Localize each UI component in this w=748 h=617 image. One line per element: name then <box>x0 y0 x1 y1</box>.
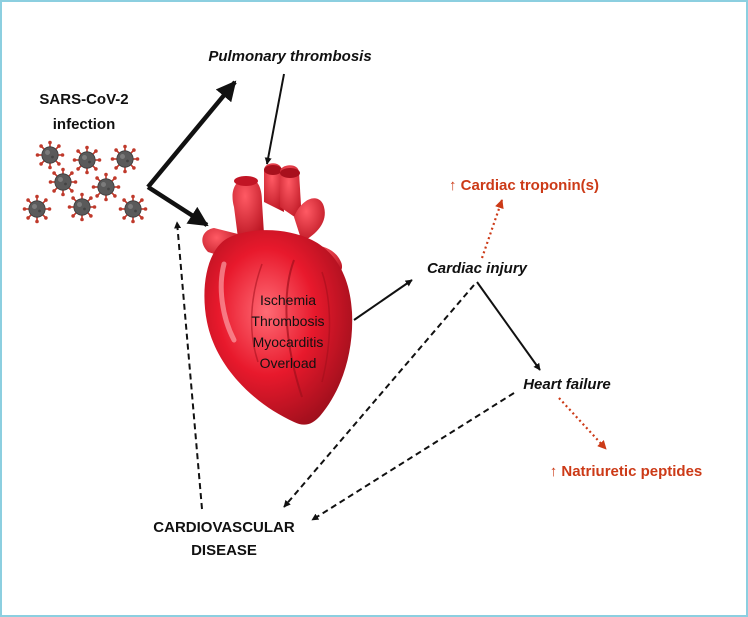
sars-label-line1: SARS-CoV-2 <box>39 91 128 108</box>
arrows <box>146 73 607 521</box>
arrow-failure-to-cvd <box>311 392 515 521</box>
virus-particle-icon <box>21 193 53 225</box>
virus-particle-icon <box>71 144 103 176</box>
virus-particle-icon <box>66 191 98 223</box>
heart-condition-label: Ischemia <box>260 292 316 308</box>
virus-particle-icon <box>47 166 79 198</box>
cvd-label-line2: DISEASE <box>191 542 257 559</box>
heart-failure-label: Heart failure <box>523 376 611 393</box>
natriuretic-peptides-label: ↑ Natriuretic peptides <box>550 463 703 480</box>
sars-label-line2: infection <box>53 116 116 133</box>
arrow-sars-to-heart <box>146 185 209 227</box>
cvd-label-line1: CARDIOVASCULAR <box>153 519 295 536</box>
heart-condition-label: Overload <box>260 355 317 371</box>
pulmonary-thrombosis-label: Pulmonary thrombosis <box>208 48 371 65</box>
virus-cluster <box>21 139 149 225</box>
virus-particle-icon <box>117 193 149 225</box>
labels: SARS-CoV-2 infection Pulmonary thrombosi… <box>39 48 702 559</box>
anatomical-heart-illustration <box>202 163 353 425</box>
arrow-cvd-to-infection <box>174 221 203 510</box>
heart-condition-label: Myocarditis <box>253 334 324 350</box>
arrow-failure-to-peptides <box>558 397 607 450</box>
arrow-injury-to-cvd <box>283 284 475 508</box>
arrow-injury-to-failure <box>476 281 541 371</box>
cardiac-injury-label: Cardiac injury <box>427 260 528 277</box>
virus-particle-icon <box>90 171 122 203</box>
arrow-heart-to-injury <box>353 279 413 321</box>
virus-particle-icon <box>109 143 141 175</box>
heart-condition-label: Thrombosis <box>251 313 324 329</box>
arrow-injury-to-troponins <box>480 199 504 259</box>
virus-particle-icon <box>34 139 66 171</box>
arrow-sars-to-pulmonary <box>146 80 237 189</box>
cardiac-troponins-label: ↑ Cardiac troponin(s) <box>449 177 599 194</box>
arrow-pulmonary-to-heart <box>264 73 285 165</box>
